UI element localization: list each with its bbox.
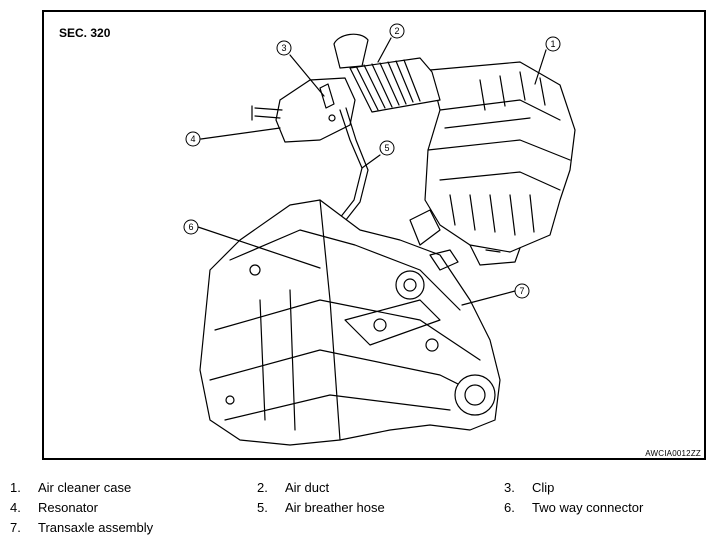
callout-6-number: 6 — [188, 222, 193, 232]
leader-line-6 — [197, 226, 321, 269]
legend-number: 5. — [257, 500, 268, 515]
legend-label: Air duct — [285, 480, 330, 495]
legend-number: 3. — [504, 480, 515, 495]
figure-code: AWCIA0012ZZ — [645, 449, 701, 458]
leader-line-3 — [289, 54, 325, 97]
legend-number: 7. — [10, 520, 21, 535]
callout-3: 3 — [276, 40, 292, 56]
legend-label: Two way connector — [532, 500, 644, 515]
callout-2-number: 2 — [394, 26, 399, 36]
callout-2: 2 — [389, 23, 405, 39]
legend-number: 2. — [257, 480, 268, 495]
leader-line-1 — [534, 49, 547, 85]
callout-7: 7 — [514, 283, 530, 299]
resonator-drawing — [251, 77, 356, 143]
legend-label: Clip — [532, 480, 555, 495]
legend-label: Transaxle assembly — [38, 520, 154, 535]
callout-4: 4 — [185, 131, 201, 147]
callout-6: 6 — [183, 219, 199, 235]
callout-5: 5 — [379, 140, 395, 156]
legend-number: 4. — [10, 500, 21, 515]
callout-1: 1 — [545, 36, 561, 52]
leader-line-4 — [200, 127, 281, 140]
callout-3-number: 3 — [281, 43, 286, 53]
callout-1-number: 1 — [550, 39, 555, 49]
legend-label: Air cleaner case — [38, 480, 132, 495]
legend-label: Air breather hose — [285, 500, 385, 515]
transaxle-assembly-drawing — [199, 199, 501, 446]
leader-line-2 — [377, 37, 392, 63]
section-label: SEC. 320 — [59, 26, 111, 40]
legend-number: 6. — [504, 500, 515, 515]
callout-4-number: 4 — [190, 134, 195, 144]
leader-line-7 — [461, 290, 516, 306]
air-cleaner-case-drawing — [409, 61, 576, 266]
air-duct-drawing — [333, 33, 441, 113]
legend-label: Resonator — [38, 500, 98, 515]
legend-number: 1. — [10, 480, 21, 495]
leader-line-5 — [361, 154, 381, 169]
callout-5-number: 5 — [384, 143, 389, 153]
callout-7-number: 7 — [519, 286, 524, 296]
